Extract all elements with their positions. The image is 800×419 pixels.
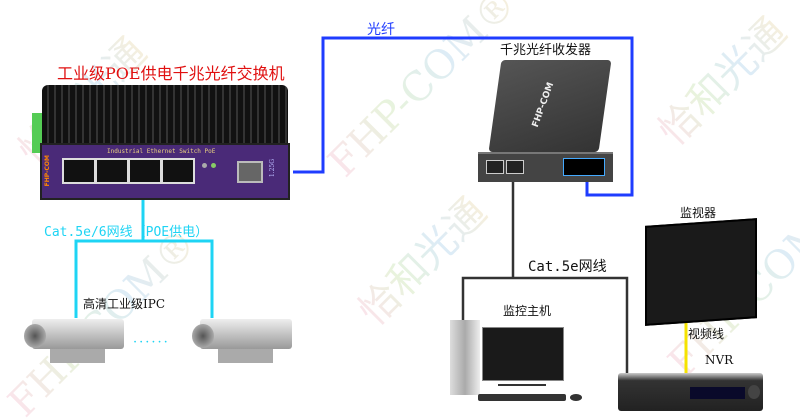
converter-front [478,152,613,182]
host-monitor [482,327,564,381]
host-label: 监控主机 [503,304,552,318]
rj45-port[interactable] [506,160,524,174]
monitor-label: 监视器 [680,206,717,220]
status-led [211,163,216,168]
video-cable-label: 视频线 [688,327,725,341]
fiber-line [293,36,634,197]
switch-title: 工业级POE供电千兆光纤交换机 [57,64,285,83]
lan-line-branches [461,276,629,378]
switch-heatsink [42,85,288,145]
more-cameras-dots: ······ [133,335,170,350]
poe-fiber-switch: Industrial Ethernet Switch PoE FHP-COM 1… [32,85,290,202]
rj45-port[interactable] [161,158,195,184]
fiber-label: 光纤 [367,22,395,38]
brand-logo: FHP-COM [44,155,51,187]
converter-label: 千兆光纤收发器 [500,43,592,58]
display-monitor [645,218,757,326]
switch-panel-text: Industrial Ethernet Switch PoE [107,148,216,155]
sfp-speed-label: 1.25G [269,159,276,178]
nvr-device [618,373,763,411]
poe-cable-label: Cat.5e/6网线（POE供电） [44,225,209,240]
keyboard [478,394,566,401]
switch-front-panel: Industrial Ethernet Switch PoE FHP-COM 1… [40,143,290,200]
lan-cable-label: Cat.5e网线 [528,259,607,275]
fiber-sc-port[interactable] [563,158,605,176]
mouse [570,394,582,401]
rj45-port[interactable] [95,158,129,184]
nvr-button-panel [690,387,745,399]
fiber-media-converter: FHP-COM [475,60,615,182]
ipc-camera [22,316,125,368]
ipc-label: 高清工业级IPC [83,297,165,311]
monitor-stand [498,384,546,386]
status-led [202,163,207,168]
rj45-port[interactable] [128,158,162,184]
rj45-port[interactable] [62,158,96,184]
ipc-camera [190,316,293,368]
sfp-port[interactable] [237,161,263,183]
nvr-label: NVR [705,353,734,367]
poe-line-branches [74,239,214,318]
nvr-jog-dial [748,385,760,399]
rj45-port[interactable] [486,160,504,174]
converter-top [488,60,612,152]
pc-tower [450,320,480,395]
terminal-block [32,113,42,153]
